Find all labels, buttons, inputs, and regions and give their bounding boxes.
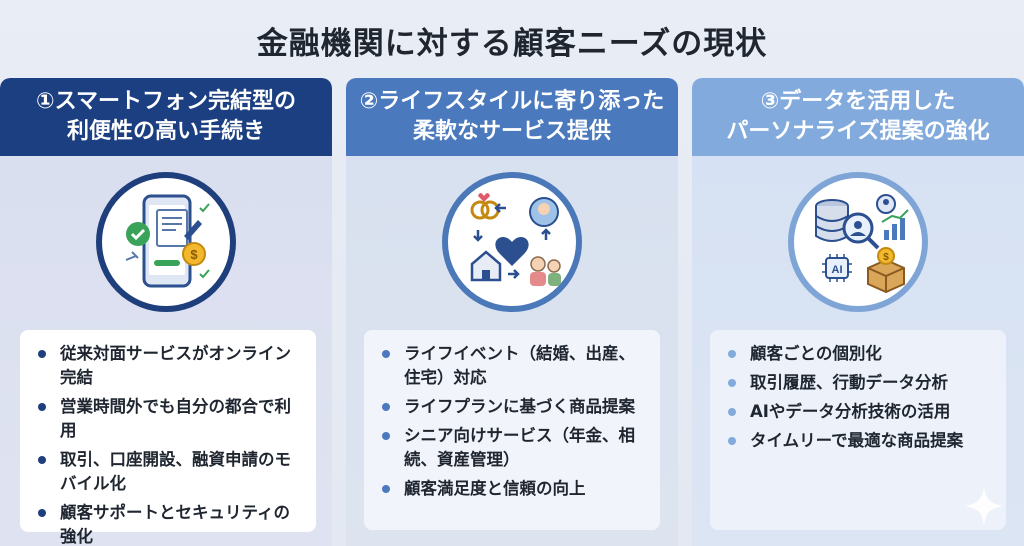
bullet-icon	[38, 509, 46, 517]
list-item: AIやデータ分析技術の活用	[724, 400, 992, 424]
column-smartphone: ①スマートフォン完結型の 利便性の高い手続き $ 従来対面サービスがオンライン完…	[0, 78, 332, 546]
list-item: ライフイベント（結婚、出産、住宅）対応	[378, 342, 646, 390]
bullet-icon	[38, 350, 46, 358]
heading-line-2: 利便性の高い手続き	[66, 119, 265, 144]
svg-text:$: $	[883, 252, 889, 263]
list-item: 顧客サポートとセキュリティの強化	[34, 501, 302, 546]
column-heading: ①スマートフォン完結型の 利便性の高い手続き	[0, 78, 332, 156]
list-item: 従来対面サービスがオンライン完結	[34, 342, 302, 390]
bullet-icon	[382, 432, 390, 440]
icon-circle	[442, 172, 582, 312]
life-events-cycle-icon	[470, 193, 561, 286]
bullet-icon	[728, 379, 736, 387]
icon-circle: AI $	[788, 172, 928, 312]
column-heading: ③データを活用した パーソナライズ提案の強化	[692, 78, 1024, 156]
list-item: 顧客ごとの個別化	[724, 342, 992, 366]
bullet-icon	[728, 437, 736, 445]
smartphone-document-icon: $	[125, 194, 210, 288]
bullet-list-box: 従来対面サービスがオンライン完結 営業時間外でも自分の都合で利用 取引、口座開設…	[20, 330, 316, 546]
bullet-icon	[382, 485, 390, 493]
list-item: シニア向けサービス（年金、相続、資産管理）	[378, 424, 646, 472]
heading-line-1: ③データを活用した	[760, 89, 956, 114]
column-heading: ②ライフスタイルに寄り添った 柔軟なサービス提供	[346, 78, 678, 156]
bullet-icon	[728, 350, 736, 358]
list-item: 取引履歴、行動データ分析	[724, 371, 992, 395]
heading-line-2: パーソナライズ提案の強化	[726, 119, 990, 144]
list-item: タイムリーで最適な商品提案	[724, 429, 992, 453]
bullet-icon	[382, 403, 390, 411]
list-item: 営業時間外でも自分の都合で利用	[34, 395, 302, 443]
bullet-icon	[728, 408, 736, 416]
data-analytics-icon: AI $	[815, 194, 909, 294]
heading-line-2: 柔軟なサービス提供	[412, 119, 611, 144]
column-data: ③データを活用した パーソナライズ提案の強化 AI $	[692, 78, 1024, 546]
icon-circle: $	[96, 172, 236, 312]
page-title: 金融機関に対する顧客ニーズの現状	[256, 26, 768, 62]
bullet-list-box: ライフイベント（結婚、出産、住宅）対応 ライフプランに基づく商品提案 シニア向け…	[364, 330, 660, 530]
bullet-icon	[382, 350, 390, 358]
bullet-list-box: 顧客ごとの個別化 取引履歴、行動データ分析 AIやデータ分析技術の活用 タイムリ…	[710, 330, 1006, 530]
ai-chip-label: AI	[832, 264, 843, 276]
column-lifestyle: ②ライフスタイルに寄り添った 柔軟なサービス提供 ライフイベント（結婚、出産、住…	[346, 78, 678, 546]
svg-text:$: $	[190, 247, 198, 262]
list-item: 取引、口座開設、融資申請のモバイル化	[34, 448, 302, 496]
bullet-icon	[38, 456, 46, 464]
list-item: ライフプランに基づく商品提案	[378, 395, 646, 419]
sparkle-icon	[964, 486, 1004, 526]
bullet-icon	[38, 403, 46, 411]
heading-line-1: ②ライフスタイルに寄り添った	[359, 89, 665, 114]
heading-line-1: ①スマートフォン完結型の	[36, 89, 296, 114]
list-item: 顧客満足度と信頼の向上	[378, 477, 646, 501]
